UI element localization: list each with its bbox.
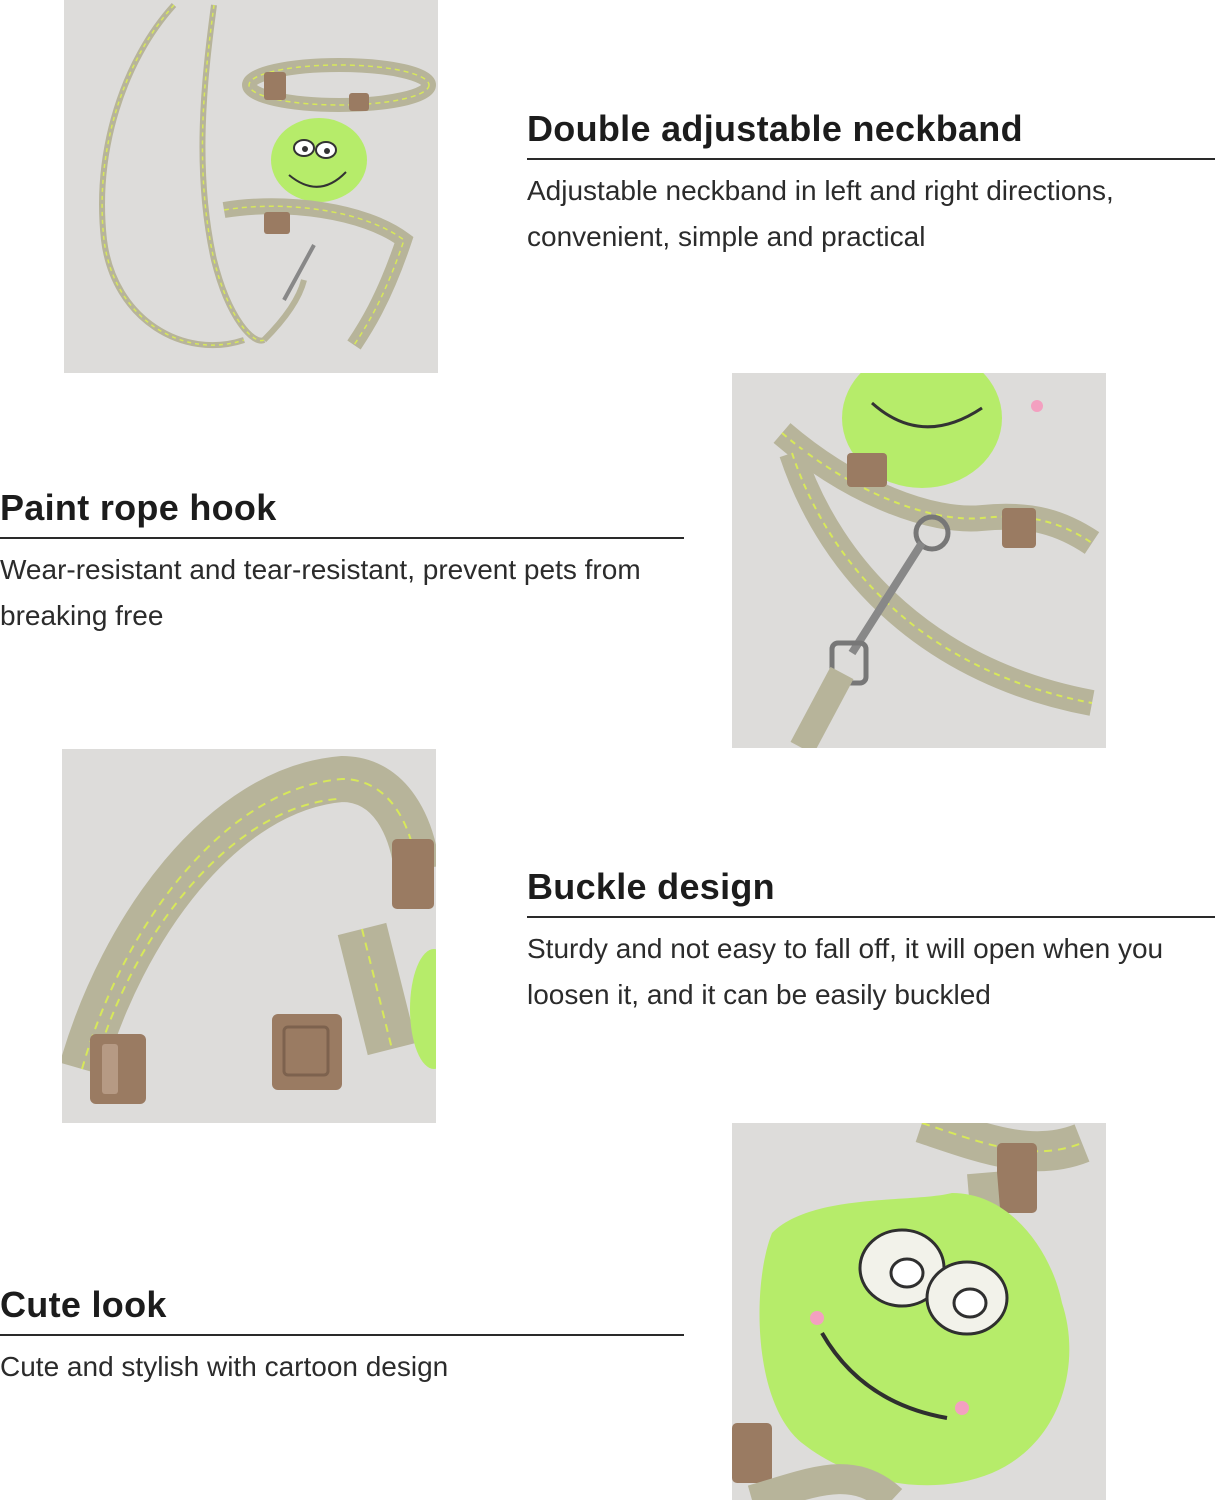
feature-description: Adjustable neckband in left and right di… bbox=[527, 175, 1114, 252]
divider-line bbox=[527, 158, 1215, 160]
product-photo-harness-leash bbox=[64, 0, 438, 373]
product-photo-frog-face bbox=[732, 1123, 1106, 1500]
feature-cute-look: Cute look Cute and stylish with cartoon … bbox=[0, 1284, 684, 1390]
feature-title: Cute look bbox=[0, 1284, 167, 1325]
feature-description: Cute and stylish with cartoon design bbox=[0, 1351, 449, 1382]
feature-title: Double adjustable neckband bbox=[527, 108, 1023, 149]
divider-line bbox=[0, 1334, 684, 1336]
feature-rope-hook: Paint rope hook Wear-resistant and tear-… bbox=[0, 487, 684, 639]
product-photo-rope-hook bbox=[732, 373, 1106, 748]
feature-description: Sturdy and not easy to fall off, it will… bbox=[527, 933, 1164, 1010]
feature-description: Wear-resistant and tear-resistant, preve… bbox=[0, 554, 641, 631]
feature-buckle: Buckle design Sturdy and not easy to fal… bbox=[527, 866, 1215, 1018]
product-photo-buckle bbox=[62, 749, 436, 1123]
feature-title: Buckle design bbox=[527, 866, 775, 907]
divider-line bbox=[527, 916, 1215, 918]
feature-title: Paint rope hook bbox=[0, 487, 277, 528]
divider-line bbox=[0, 537, 684, 539]
feature-neckband: Double adjustable neckband Adjustable ne… bbox=[527, 108, 1215, 260]
